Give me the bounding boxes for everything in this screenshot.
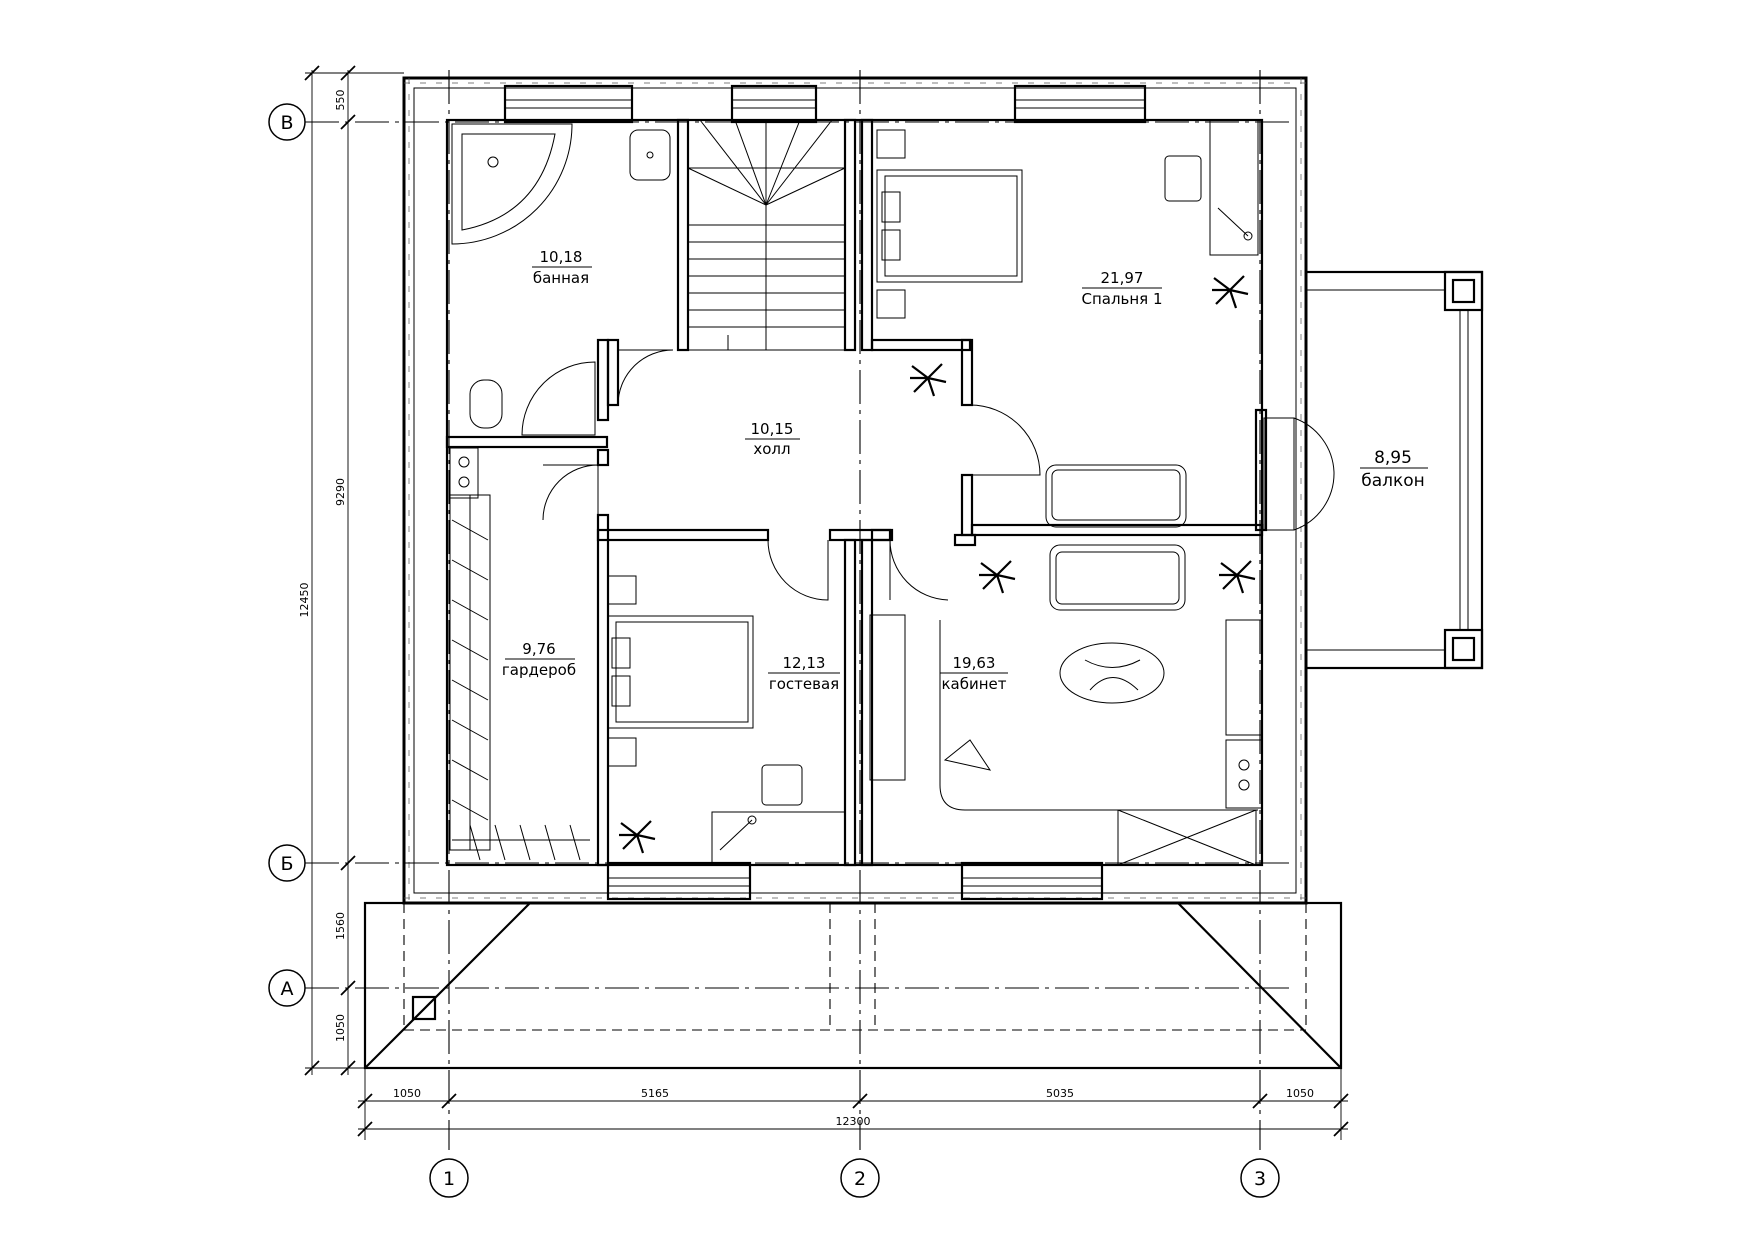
dim-bottom: 1050	[1286, 1087, 1314, 1100]
plant-icon	[1219, 560, 1256, 594]
room-label-hall: 10,15 холл	[745, 420, 800, 458]
grid-axes	[305, 70, 1290, 1150]
axis-label-col: 2	[854, 1168, 866, 1190]
room-name: гардероб	[502, 661, 576, 679]
dim-left-inner: 9290	[334, 478, 347, 506]
dimension-lines-bottom: 1050 5165 5035 1050 12300	[357, 1068, 1349, 1140]
room-label-guest: 12,13 гостевая	[768, 654, 840, 693]
room-label-wardrobe: 9,76 гардероб	[502, 640, 576, 679]
axis-label-row: А	[281, 978, 294, 1000]
room-labels: 10,18 банная 21,97 Спальня 1 10,15 холл …	[502, 248, 1428, 693]
staircase	[687, 119, 846, 351]
room-area: 19,63	[953, 654, 996, 672]
room-name: гостевая	[769, 675, 839, 693]
plant-icon	[619, 820, 656, 854]
axis-label-row: В	[280, 112, 293, 134]
room-name: холл	[753, 440, 790, 458]
plant-icon	[910, 363, 947, 397]
windows-bottom	[606, 861, 1104, 901]
guest-furniture	[607, 575, 846, 866]
plant-icons	[619, 275, 1256, 854]
dimension-lines-left: 12450 550 9290 1560 1050	[298, 65, 404, 1076]
room-name: балкон	[1361, 471, 1425, 491]
room-area: 10,15	[751, 420, 794, 438]
balcony-structure	[1304, 270, 1484, 670]
axis-label-row: Б	[280, 853, 293, 875]
dim-left-inner: 1560	[334, 912, 347, 940]
room-label-bath: 10,18 банная	[532, 248, 592, 287]
room-label-balcony: 8,95 балкон	[1360, 448, 1428, 491]
bathroom-fixtures	[449, 123, 671, 499]
dim-left-inner: 1050	[334, 1014, 347, 1042]
room-area: 21,97	[1101, 269, 1144, 287]
axis-label-col: 3	[1254, 1168, 1266, 1190]
wardrobe-racks	[449, 494, 590, 861]
dim-bottom: 1050	[393, 1087, 421, 1100]
dim-bottom: 5165	[641, 1087, 669, 1100]
roof-outline	[363, 901, 1343, 1070]
room-area: 10,18	[540, 248, 583, 266]
plant-icon	[979, 560, 1016, 594]
bedroom1-furniture	[876, 119, 1259, 528]
room-name: Спальня 1	[1081, 290, 1162, 308]
dim-left-outer: 12450	[298, 583, 311, 618]
room-name: банная	[533, 269, 589, 287]
room-area: 9,76	[522, 640, 555, 658]
dim-bottom: 5035	[1046, 1087, 1074, 1100]
room-area: 12,13	[783, 654, 826, 672]
axis-bubbles-rows: В Б А	[268, 103, 306, 1007]
dim-left-inner: 550	[334, 90, 347, 111]
dim-bottom-total: 12300	[836, 1115, 871, 1128]
axis-label-col: 1	[443, 1168, 455, 1190]
room-name: кабинет	[941, 675, 1006, 693]
windows-top	[503, 84, 1147, 124]
plant-icon	[1212, 275, 1249, 309]
room-area: 8,95	[1374, 448, 1412, 468]
room-label-bedroom1: 21,97 Спальня 1	[1081, 269, 1162, 308]
axis-bubbles-cols: 1 2 3	[429, 1158, 1280, 1198]
door-swings	[542, 349, 1335, 601]
office-furniture	[869, 544, 1263, 866]
room-label-office: 19,63 кабинет	[940, 654, 1008, 693]
interior-walls	[445, 118, 1295, 867]
